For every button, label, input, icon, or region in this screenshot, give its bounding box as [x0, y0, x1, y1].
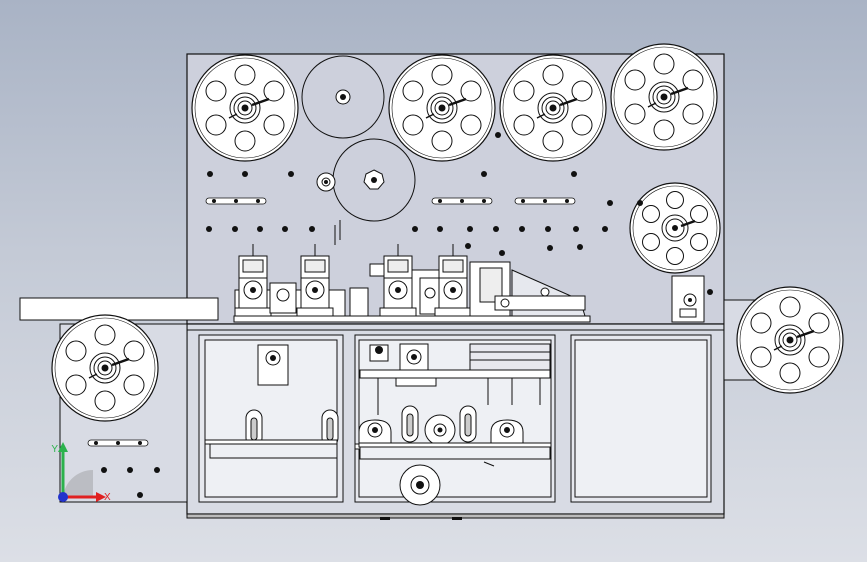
reel-4 [609, 42, 719, 152]
flat-drum [301, 55, 385, 139]
reel-2 [387, 53, 497, 163]
reel-3 [498, 53, 608, 163]
station-row [233, 220, 591, 323]
reel-5 [628, 181, 722, 275]
cutter-block [671, 275, 705, 323]
drive-drum [332, 138, 416, 222]
reel-1 [190, 53, 300, 163]
coordinate-triad: Y X [51, 442, 111, 503]
idler-roller [316, 172, 336, 192]
x-axis-label: X [104, 492, 111, 503]
y-axis-label: Y [51, 444, 58, 455]
cabinet-window-right [570, 334, 712, 503]
reel-right [735, 285, 845, 395]
reel-left [50, 313, 160, 423]
